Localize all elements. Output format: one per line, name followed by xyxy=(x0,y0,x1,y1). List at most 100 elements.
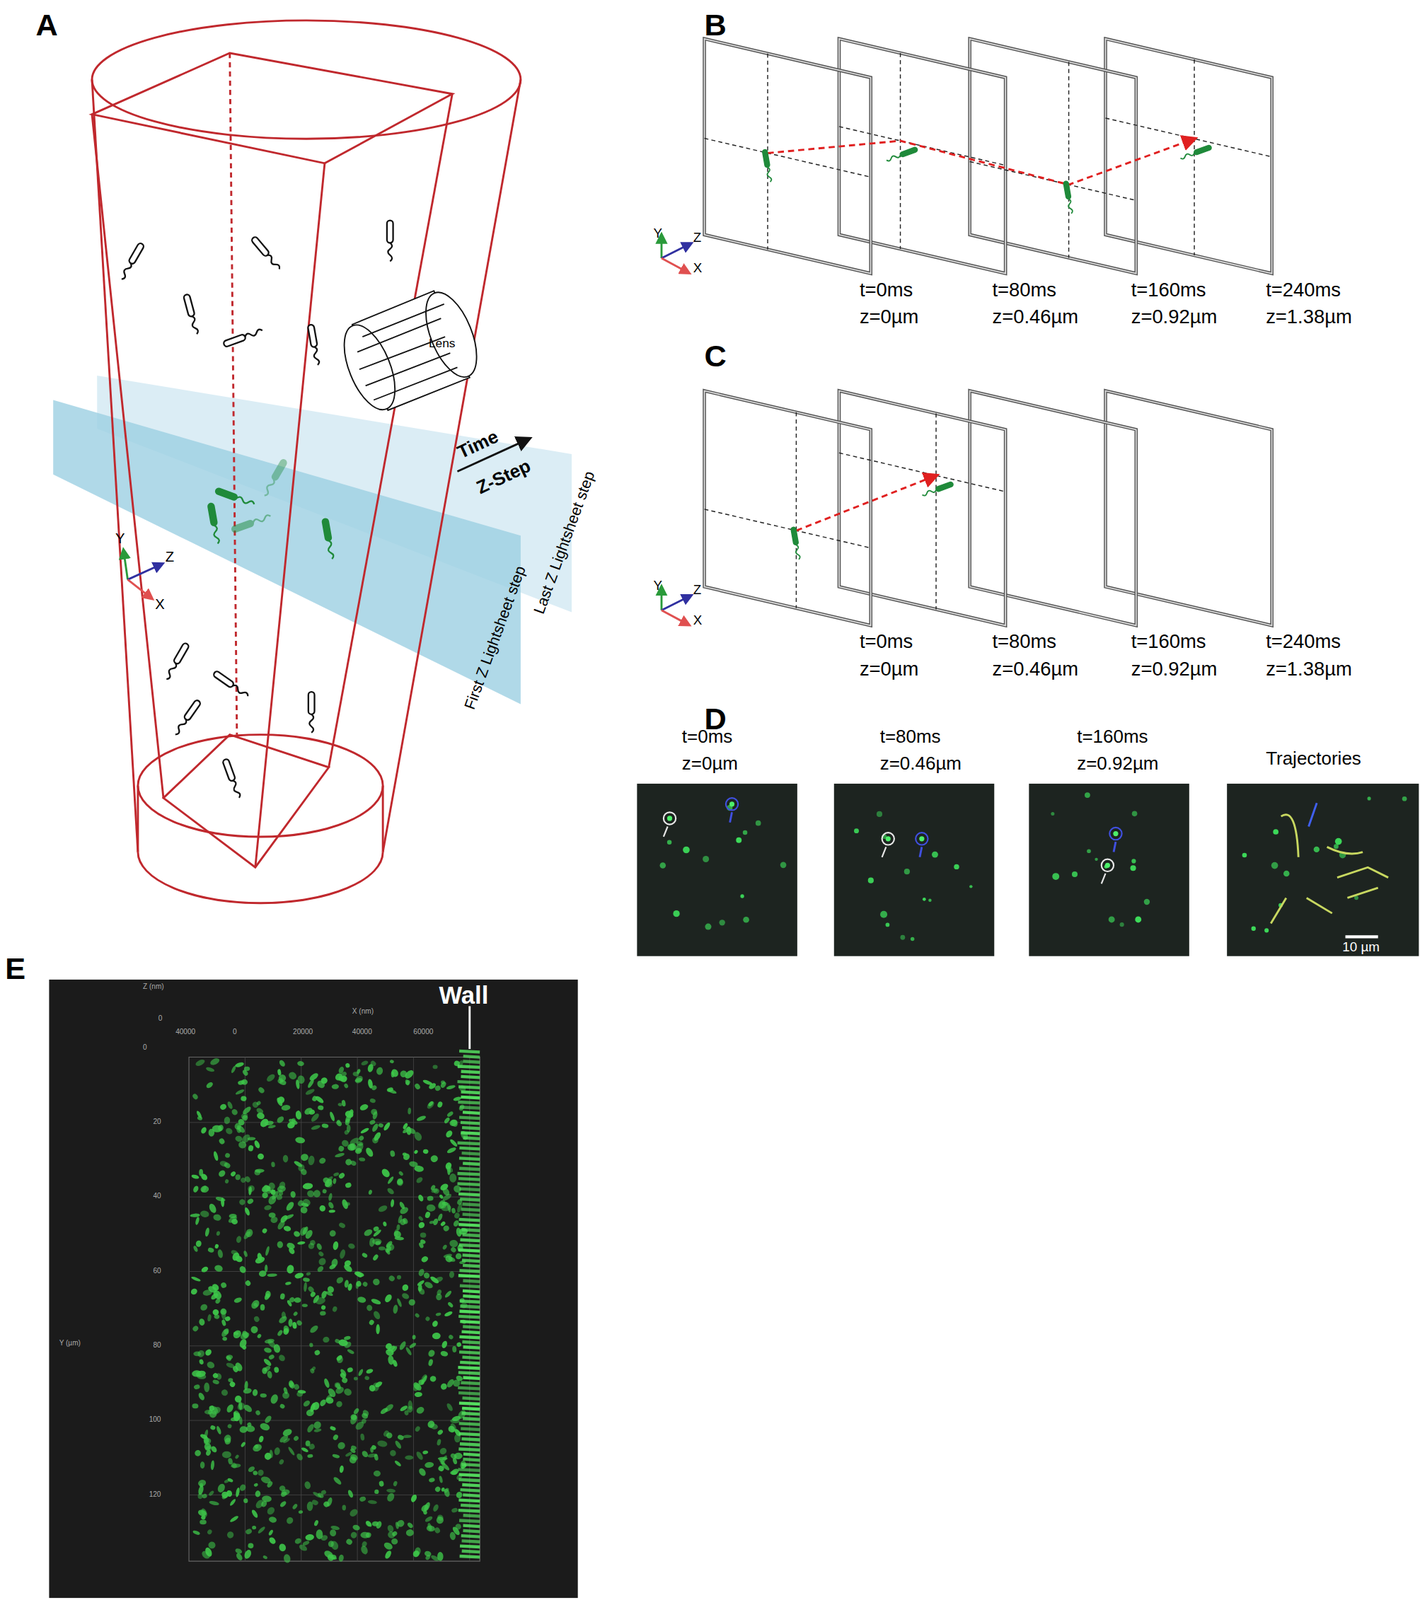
bacterium-blob xyxy=(354,1077,363,1084)
bacterium-blob xyxy=(192,1530,201,1537)
bacterium-spot xyxy=(910,937,915,942)
wall-layer xyxy=(463,1515,481,1517)
bacterium-blob xyxy=(357,1368,364,1377)
wall-layer xyxy=(462,1540,481,1542)
bounding-box xyxy=(188,1057,480,1563)
bacterium-blob xyxy=(217,1249,224,1260)
bacterium-blob xyxy=(268,1529,274,1537)
bacterium-spot xyxy=(953,864,959,870)
bacterium-blob xyxy=(205,1449,212,1458)
bacterium-spot xyxy=(1144,899,1150,905)
figure-label: t=0ms xyxy=(859,631,913,653)
wall-pointer xyxy=(468,1006,471,1050)
drawing-part xyxy=(661,244,690,259)
wall-layer xyxy=(462,1214,481,1216)
bacterium-blob xyxy=(251,1100,260,1110)
bacterium-blob xyxy=(447,1301,455,1309)
bacterium-blob xyxy=(396,1298,403,1309)
render-axis-label: 40 xyxy=(152,1192,161,1200)
bacterium-blob xyxy=(191,1174,200,1181)
bacterium-blob xyxy=(367,1189,373,1196)
bacterium-blob xyxy=(283,1155,289,1164)
grid-line xyxy=(300,1057,302,1563)
render-axis-label: 120 xyxy=(149,1490,162,1499)
bacterium-blob xyxy=(320,1290,328,1300)
bacterium-spot xyxy=(885,923,891,928)
bacterium-blob xyxy=(234,1548,243,1556)
bacterium-blob xyxy=(334,1152,346,1159)
bacterium xyxy=(885,146,919,163)
bacterium-blob xyxy=(411,1335,416,1341)
bacterium-spot xyxy=(702,856,709,863)
bacterium-blob xyxy=(227,1378,233,1383)
tracked-spot xyxy=(919,836,925,842)
bacterium-blob xyxy=(247,1543,254,1549)
bacterium-blob xyxy=(374,1520,383,1530)
bacterium-blob xyxy=(202,1289,213,1297)
bacterium-blob xyxy=(312,1420,323,1431)
bacterium-blob xyxy=(394,1439,403,1450)
bacterium-blob xyxy=(361,1252,369,1259)
bacterium-blob xyxy=(449,1173,457,1183)
bacterium-blob xyxy=(433,1526,442,1535)
bacterium-blob xyxy=(454,1523,463,1532)
bacterium-blob xyxy=(401,1283,409,1292)
bacterium-blob xyxy=(293,1297,301,1304)
bacterium-blob xyxy=(314,1349,322,1357)
bacterium-spot xyxy=(1086,849,1092,854)
bacterium-spot xyxy=(742,830,748,836)
bacterium-blob xyxy=(455,1227,463,1238)
bacterium-blob xyxy=(391,1538,398,1546)
figure-label: z=0.46µm xyxy=(991,658,1079,680)
figure-label: t=240ms xyxy=(1265,279,1341,301)
bacterium-blob xyxy=(346,1489,354,1499)
bacterium-blob xyxy=(212,1214,223,1222)
bacterium-blob xyxy=(332,1240,339,1251)
bacterium xyxy=(791,527,802,561)
bacterium-blob xyxy=(335,1400,344,1409)
bacterium-spot xyxy=(969,885,973,888)
bacterium-blob xyxy=(443,1311,453,1319)
bacterium-blob xyxy=(378,1480,385,1488)
bacterium-blob xyxy=(455,1342,463,1348)
micrograph xyxy=(636,783,797,957)
bacterium-blob xyxy=(297,1240,306,1246)
bacterium-blob xyxy=(417,1221,426,1230)
bacterium-blob xyxy=(256,1468,265,1477)
render-axis-label: 40000 xyxy=(352,1028,373,1036)
bacterium-blob xyxy=(266,1506,277,1517)
direction-arrow xyxy=(919,846,922,857)
microscopy-panels xyxy=(636,783,1419,957)
bacterium-blob xyxy=(360,1449,370,1459)
bacterium-blob xyxy=(387,1355,395,1366)
trajectory-line xyxy=(1347,887,1378,898)
bacterium-blob xyxy=(401,1126,412,1135)
bacterium-blob xyxy=(273,1447,281,1457)
bacterium-blob xyxy=(308,1324,320,1335)
wall-layer xyxy=(463,1138,481,1140)
bacterium-blob xyxy=(260,1475,272,1486)
bacterium-blob xyxy=(338,1465,344,1474)
bacterium-blob xyxy=(285,1516,295,1526)
bacterium-blob xyxy=(268,1516,278,1525)
wall-layer xyxy=(457,1183,480,1185)
image-frame xyxy=(1105,38,1273,274)
bacterium-spot xyxy=(1050,812,1055,816)
tracked-spot xyxy=(729,801,735,807)
bacterium-blob xyxy=(425,1204,436,1212)
bacterium-blob xyxy=(220,1282,228,1290)
bacterium-blob xyxy=(223,1478,230,1484)
bacterium-blob xyxy=(212,1379,221,1387)
bacterium-blob xyxy=(432,1332,441,1341)
bacterium-blob xyxy=(263,1415,274,1425)
bacterium-blob xyxy=(300,1207,308,1215)
bacterium-spot xyxy=(1271,862,1279,870)
bacterium-blob xyxy=(372,1310,382,1321)
bacterium-spot xyxy=(1242,853,1248,859)
bacterium-blob xyxy=(427,1100,435,1108)
bacterium-blob xyxy=(447,1165,451,1176)
bacterium-blob xyxy=(290,1191,296,1199)
bacterium-blob xyxy=(243,1498,249,1505)
wall-layer xyxy=(461,1209,481,1210)
wall-layer xyxy=(458,1449,480,1450)
